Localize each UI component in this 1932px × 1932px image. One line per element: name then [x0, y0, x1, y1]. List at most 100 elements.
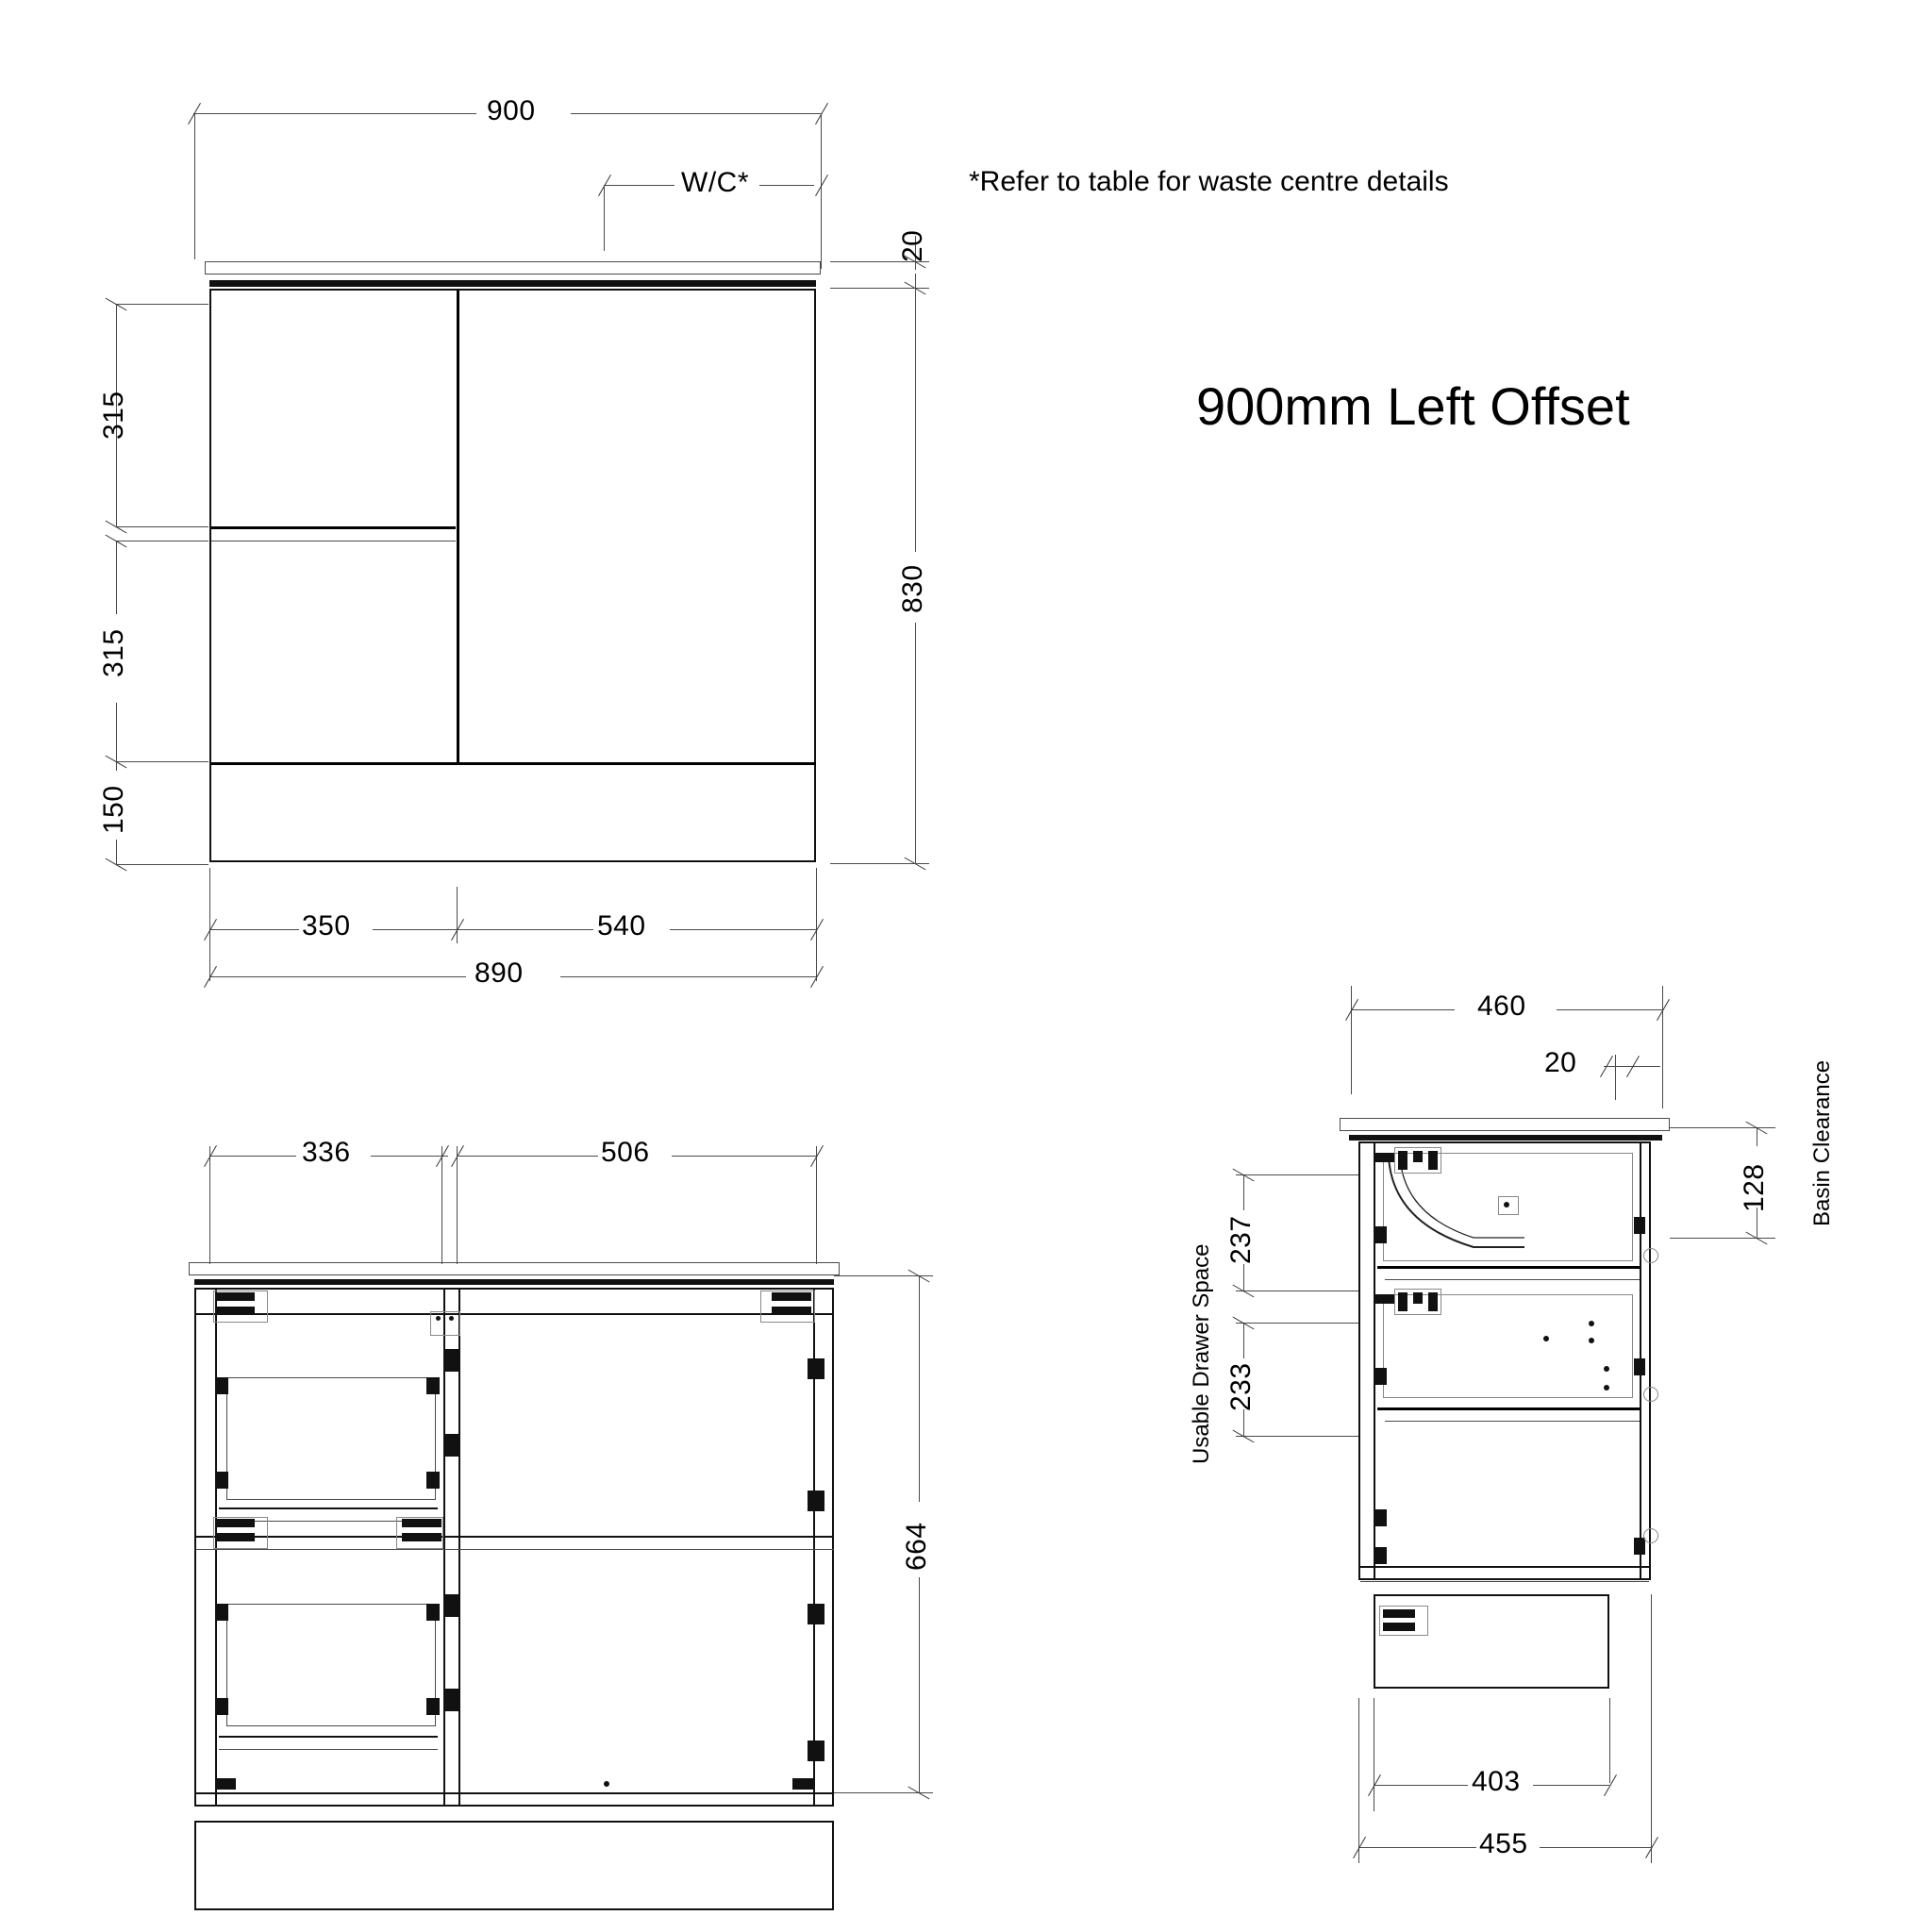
door-hinge-r-d	[808, 1740, 824, 1761]
side-runner-tooth-a2	[1413, 1151, 1423, 1162]
dim-315b-ext-bottom	[116, 761, 208, 762]
shelf-pin-a	[1604, 1366, 1609, 1372]
bench-top	[205, 261, 821, 275]
dim-460-ext-right	[1662, 986, 1663, 1108]
side-back-panel	[1374, 1143, 1375, 1578]
dim-506-line-left	[457, 1156, 598, 1157]
hinge-block-c	[443, 1594, 458, 1617]
runner-clip-c-b	[426, 1472, 440, 1489]
dim-900-line-right	[571, 113, 821, 114]
dim-150-label: 150	[98, 785, 129, 834]
drawer-rail-2b	[1385, 1421, 1640, 1422]
dim-455-line-left	[1358, 1847, 1476, 1848]
foot-bracket-right	[792, 1778, 813, 1790]
internal-vertical-divider-a	[443, 1290, 445, 1805]
dim-890-label: 890	[475, 958, 524, 989]
side-base-line	[1360, 1566, 1649, 1568]
dim-233-line-bottom	[1243, 1409, 1244, 1436]
bracket-mc-2	[402, 1533, 441, 1541]
dim-403-ext-right	[1609, 1698, 1610, 1783]
side-runner-clip-b	[1394, 1289, 1441, 1315]
side-front-clip-2	[1634, 1358, 1645, 1375]
hinge-block-b	[443, 1434, 458, 1457]
internal-bench-top	[189, 1262, 840, 1275]
lower-drawer-runner-2	[219, 1749, 438, 1750]
dim-128-label: 128	[1739, 1163, 1770, 1212]
side-kick-bracket-1	[1383, 1609, 1415, 1618]
damper-1	[1643, 1248, 1658, 1263]
kick-top-line	[211, 762, 816, 765]
dim-150-ext-bottom	[116, 864, 208, 865]
dim-350-line-right	[373, 929, 458, 930]
waste-centre-note: *Refer to table for waste centre details	[969, 166, 1449, 197]
dim-455-ext-right	[1651, 1594, 1652, 1863]
dim-237-ext-top	[1236, 1174, 1358, 1175]
internal-right-wall	[813, 1290, 815, 1805]
door-hinge-r-c	[808, 1604, 824, 1624]
dim-664-label: 664	[901, 1522, 932, 1571]
dim-460-line-left	[1351, 1009, 1455, 1010]
drawer-rail-1b	[1385, 1279, 1640, 1280]
dim-830-line-bottom	[915, 623, 916, 863]
bracket-ml-2	[215, 1533, 255, 1541]
dim-900-ext-left	[194, 113, 195, 259]
dim-460-line-right	[1557, 1009, 1662, 1010]
dim-wc-line-left	[604, 185, 675, 186]
bench-shadow-band	[209, 280, 816, 287]
side-runner-tooth-a1	[1398, 1151, 1407, 1170]
lower-drawer-runner	[219, 1736, 438, 1738]
dim-233-ext-bottom	[1236, 1436, 1358, 1437]
dim-460-ext-left	[1351, 986, 1352, 1094]
bracket-mc-1	[402, 1519, 441, 1527]
bracket-mc-outline	[396, 1517, 443, 1549]
cabinet-vertical-divider	[457, 291, 459, 762]
dim-506-ext-right	[816, 1146, 817, 1264]
dim-315b-line-top	[116, 541, 117, 614]
side-clip-4	[1374, 1547, 1387, 1564]
bracket-tr-1	[772, 1292, 811, 1301]
upper-drawer-section	[1383, 1153, 1633, 1261]
internal-carcass	[194, 1288, 834, 1807]
side-runner-clip-a	[1394, 1147, 1441, 1174]
runner-clip-c-c	[426, 1604, 440, 1621]
waste-outlet-icon	[1498, 1196, 1519, 1215]
dim-315a-ext-top	[116, 304, 208, 305]
dim-20-ext-bottom	[830, 288, 929, 289]
side-runner-tooth-b2	[1413, 1292, 1423, 1304]
dim-315b-line-bottom	[116, 703, 117, 761]
dim-830-label: 830	[897, 564, 928, 613]
dim-403-label: 403	[1472, 1766, 1521, 1797]
dim-233-line-top	[1243, 1323, 1244, 1358]
drawer-rail-1	[1377, 1266, 1640, 1269]
side-runner-tooth-a3	[1428, 1151, 1438, 1170]
dim-wc-tick-right	[815, 174, 828, 197]
drawing-title: 900mm Left Offset	[1196, 376, 1630, 436]
dim-900-line-left	[193, 113, 476, 114]
fixing-dot-c	[1589, 1338, 1594, 1343]
internal-mid-shelf	[196, 1536, 834, 1538]
fixing-dot-b	[1589, 1321, 1594, 1326]
upper-drawer-runner-2	[219, 1521, 438, 1522]
side-runner-tooth-b3	[1428, 1292, 1438, 1311]
dim-237-line-bottom	[1243, 1264, 1244, 1291]
dim-350-label: 350	[302, 910, 351, 941]
dim-336-label: 336	[302, 1137, 351, 1168]
dim-460-label: 460	[1477, 991, 1526, 1022]
drawer-rail-2	[1377, 1407, 1640, 1410]
dim-890-line-right	[560, 976, 816, 977]
dim-350-line-left	[209, 929, 299, 930]
side-carcass	[1358, 1141, 1651, 1580]
internal-left-wall	[215, 1290, 217, 1805]
fixing-dot-a	[1543, 1336, 1549, 1341]
side-bench-top	[1340, 1118, 1670, 1131]
dim-336-line-right	[371, 1156, 448, 1157]
runner-clip-c-a	[426, 1377, 440, 1394]
dim-900-ext-right	[821, 113, 822, 269]
damper-3	[1643, 1528, 1658, 1543]
side-clip-1	[1374, 1226, 1387, 1243]
dim-830-line-top	[915, 288, 916, 552]
damper-2	[1643, 1387, 1658, 1402]
dim-bottom-ext-mid	[457, 887, 458, 943]
internal-vertical-divider-b	[458, 1290, 460, 1805]
floor-screw-a	[604, 1781, 609, 1787]
